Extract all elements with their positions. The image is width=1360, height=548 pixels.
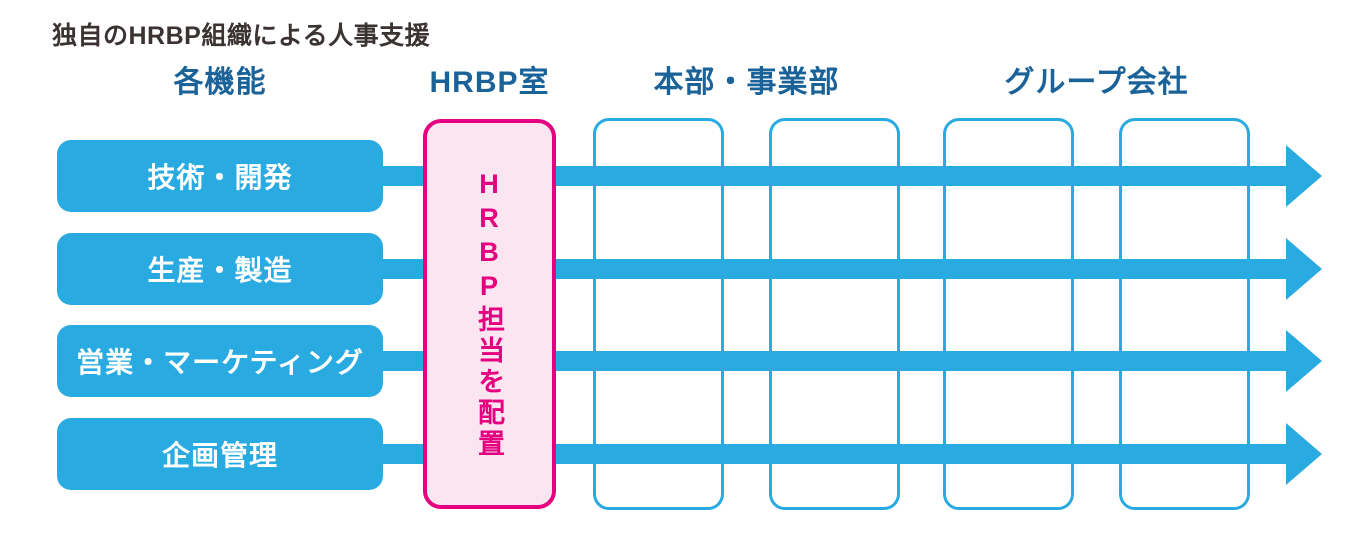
flow-arrow-bar-1 (380, 166, 1286, 186)
hrbp-staff-box-label: HRBP担当を配置 (474, 168, 504, 460)
flow-arrow-head-icon (1286, 145, 1322, 207)
function-box-label: 技術・開発 (147, 162, 293, 193)
flow-arrow-head-icon (1286, 330, 1322, 392)
function-box-label: 生産・製造 (147, 255, 293, 286)
division-box-2 (769, 118, 900, 510)
column-header-group-companies: グループ会社 (1004, 66, 1189, 99)
function-box-label: 営業・マーケティング (76, 347, 364, 378)
hrbp-staff-box: HRBP担当を配置 (423, 119, 556, 509)
diagram-title: 独自のHRBP組織による人事支援 (52, 22, 431, 50)
column-header-hrbp-office: HRBP室 (429, 66, 550, 99)
column-header-divisions: 本部・事業部 (653, 66, 840, 99)
function-box-sales-marketing: 営業・マーケティング (57, 325, 383, 397)
function-box-label: 企画管理 (161, 440, 278, 471)
division-box-1 (593, 118, 724, 510)
group-company-box-1 (943, 118, 1074, 510)
flow-arrow-bar-4 (380, 444, 1286, 464)
function-box-technology-development: 技術・開発 (57, 140, 383, 212)
function-box-planning-management: 企画管理 (57, 418, 383, 490)
column-header-functions: 各機能 (173, 66, 267, 99)
flow-arrow-head-icon (1286, 423, 1322, 485)
function-box-production-manufacturing: 生産・製造 (57, 233, 383, 305)
flow-arrow-bar-2 (380, 259, 1286, 279)
flow-arrow-bar-3 (380, 351, 1286, 371)
group-company-box-2 (1119, 118, 1250, 510)
flow-arrow-head-icon (1286, 238, 1322, 300)
